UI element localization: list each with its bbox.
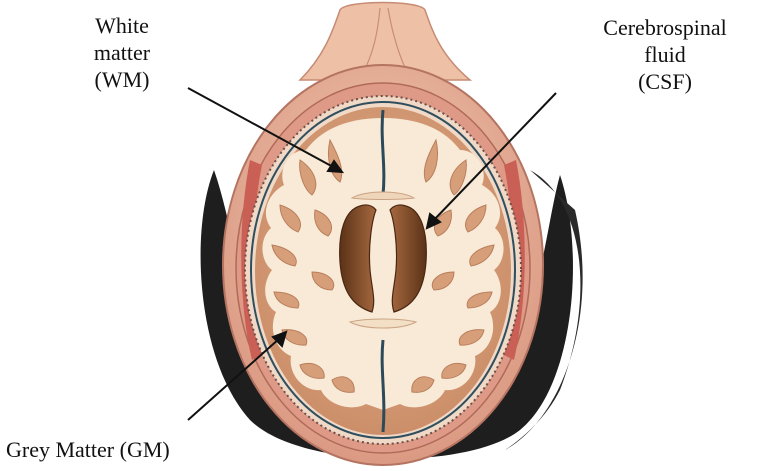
csf-label: Cerebrospinal fluid (CSF) xyxy=(580,14,750,95)
white-matter-label-line-3: (WM) xyxy=(62,66,182,93)
white-matter-label-line-1: White xyxy=(62,12,182,39)
grey-matter-label: Grey Matter (GM) xyxy=(6,436,256,463)
csf-label-line-1: Cerebrospinal xyxy=(580,14,750,41)
csf-label-line-3: (CSF) xyxy=(580,68,750,95)
longitudinal-fissure-back xyxy=(382,340,384,432)
white-matter-label-line-2: matter xyxy=(62,39,182,66)
white-matter-label: White matter (WM) xyxy=(62,12,182,93)
csf-label-line-2: fluid xyxy=(580,41,750,68)
longitudinal-fissure-front xyxy=(382,110,384,195)
